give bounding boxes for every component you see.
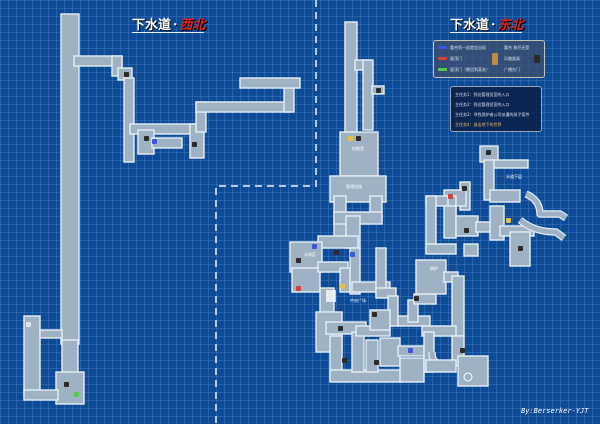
item-icon xyxy=(372,312,377,317)
legend-text: 乐趣道具 xyxy=(504,56,520,61)
map-title-left-main: 下水道 xyxy=(132,18,172,33)
south-center-room xyxy=(399,357,425,383)
label-area-mid: 中央广场 xyxy=(350,298,366,303)
legend-swatch xyxy=(438,57,447,60)
label-area-south: 水库区 xyxy=(304,252,316,257)
item-icon xyxy=(342,358,347,363)
item-icon xyxy=(356,136,361,141)
door-red-icon xyxy=(296,286,301,291)
map-markers xyxy=(326,290,473,382)
item-icon xyxy=(460,348,465,353)
map-title-left-sub: 西北 xyxy=(179,18,206,33)
label-management-area: 管理设施 xyxy=(346,184,362,189)
item-icon xyxy=(486,150,491,155)
door-blue-icon xyxy=(408,348,413,353)
door-red-icon xyxy=(448,194,453,199)
legend-text: 屋顶门（需回到某处） xyxy=(450,67,490,72)
title-dot: · xyxy=(491,18,496,33)
item-icon xyxy=(124,72,129,77)
map-title-right-sub: 东北 xyxy=(497,18,524,33)
map-title-right: 下水道·东北 xyxy=(450,14,524,33)
left-bottom-room xyxy=(55,371,85,405)
legend-text: 广播台门 xyxy=(504,67,520,72)
item-icon xyxy=(518,246,523,251)
legend-doors: 重合到一起就会出现 重合 按开还是 屋顶门 乐趣道具 屋顶门（需回到某处） 广播… xyxy=(433,40,545,78)
legend-text: 重合到一起就会出现 xyxy=(450,45,486,50)
task-text: 主任务1：到达管理员室的入口 xyxy=(455,92,510,97)
item-icon xyxy=(506,218,511,223)
south-east-room xyxy=(457,355,489,387)
task-text: 主任务3：寻找保护者公司派遣的孩子案件 xyxy=(455,112,530,117)
item-icon xyxy=(462,186,467,191)
item-icon xyxy=(296,258,301,263)
north-tower xyxy=(344,21,358,141)
exit-icon xyxy=(326,290,336,302)
item-icon xyxy=(144,136,149,141)
door-blue-icon xyxy=(312,244,317,249)
save-point-icon xyxy=(463,372,473,382)
boiler-room xyxy=(415,259,447,295)
item-icon xyxy=(64,382,69,387)
item-icon xyxy=(534,55,540,63)
legend-swatch xyxy=(438,68,447,71)
item-icon xyxy=(464,228,469,233)
item-icon xyxy=(334,250,339,255)
left-right-corridor xyxy=(195,101,291,113)
legend-text: 屋顶门 xyxy=(450,56,462,61)
label-boiler: 锅炉 xyxy=(430,266,438,271)
door-green-icon xyxy=(74,392,79,397)
item-icon xyxy=(338,326,343,331)
legend-tasks: 主任务1：到达管理员室的入口 主任务2：到达管理员室的入口 主任务3：寻找保护者… xyxy=(450,86,542,132)
title-dot: · xyxy=(173,18,178,33)
title-underline xyxy=(450,32,522,33)
item-icon xyxy=(26,322,31,327)
map-title-right-main: 下水道 xyxy=(450,18,490,33)
item-icon xyxy=(492,53,498,65)
area-divider xyxy=(215,0,317,424)
door-blue-icon xyxy=(350,252,355,257)
label-east-underground: 水道下层 xyxy=(506,174,522,179)
task-text: 主任务2：到达管理员室的入口 xyxy=(455,102,510,107)
legend-swatch xyxy=(438,46,447,49)
item-icon xyxy=(414,296,419,301)
task-text: 主任务4：逃出地下的世界 xyxy=(455,122,502,127)
door-blue-icon xyxy=(152,139,157,144)
item-icon xyxy=(192,142,197,147)
map-title-left: 下水道·西北 xyxy=(132,14,206,33)
legend-text: 重合 按开还是 xyxy=(504,45,530,50)
left-area xyxy=(23,13,301,405)
item-icon xyxy=(376,88,381,93)
title-underline xyxy=(132,32,204,33)
label-control-room: 控制室 xyxy=(352,146,364,151)
item-icon xyxy=(348,136,353,141)
item-icon xyxy=(374,360,379,365)
left-side-shaft xyxy=(23,315,41,397)
author-credit: By:Berserker-YJT xyxy=(521,407,589,415)
item-icon xyxy=(340,284,345,289)
